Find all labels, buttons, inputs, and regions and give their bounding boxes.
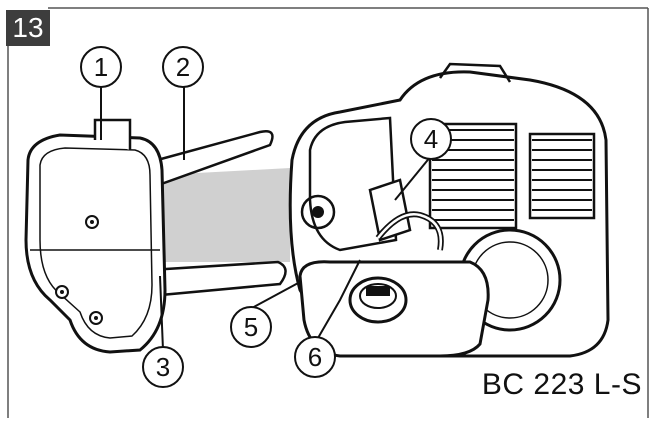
connection-area — [160, 168, 290, 262]
cooling-fins — [432, 129, 592, 221]
callout-2: 2 — [162, 46, 204, 88]
callout-4: 4 — [410, 118, 452, 160]
callout-3: 3 — [142, 346, 184, 388]
air-filter-cover — [308, 116, 398, 252]
callout-1: 1 — [80, 46, 122, 88]
figure-number-badge: 13 — [6, 10, 50, 46]
lower-bracket — [148, 260, 287, 298]
upper-bracket — [148, 130, 274, 190]
leader-lines — [100, 86, 432, 351]
guard-top-clip — [93, 118, 132, 150]
model-label: BC 223 L-S — [481, 368, 642, 401]
callout-5: 5 — [230, 306, 272, 348]
engine-top-handle — [438, 62, 512, 83]
callout-6: 6 — [294, 336, 336, 378]
